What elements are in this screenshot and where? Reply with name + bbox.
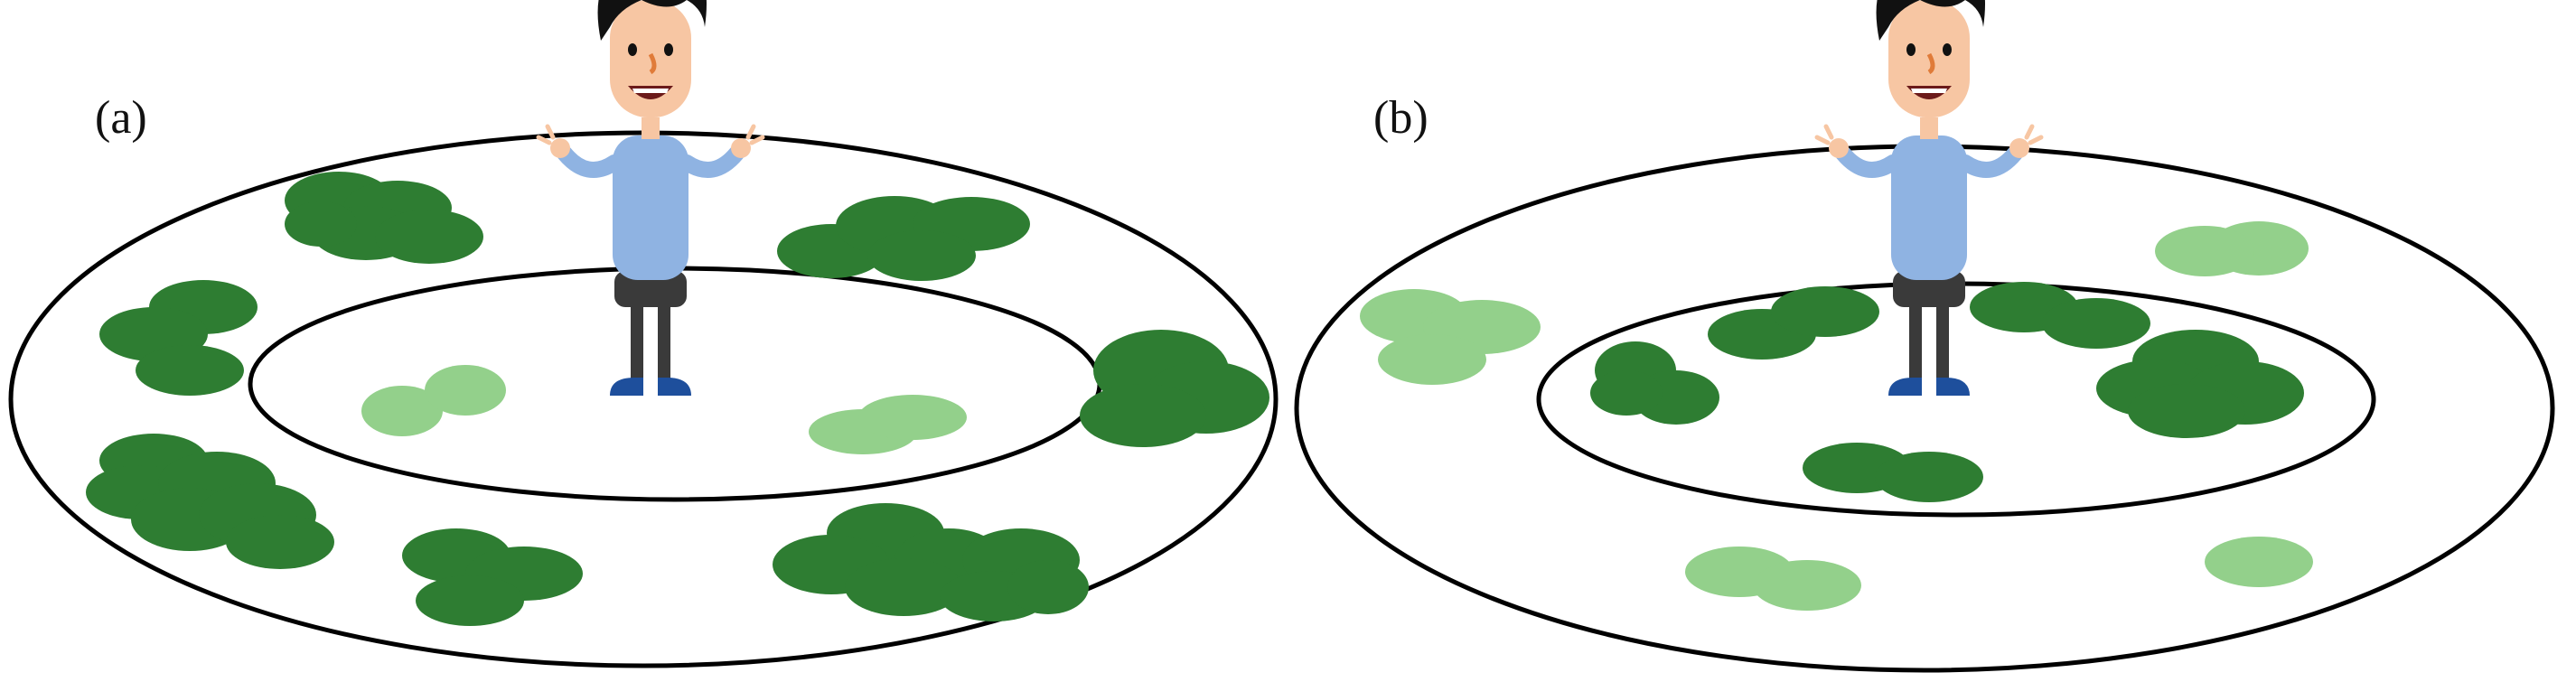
panel-a <box>8 0 1279 668</box>
person-figure-b <box>1817 0 2041 396</box>
dark-cluster-a1 <box>285 172 483 264</box>
light-cluster-b1 <box>1360 289 1541 385</box>
light-cluster-b4 <box>2205 537 2313 587</box>
panel-label-a: (a) <box>95 92 147 144</box>
dark-cluster-b1 <box>1590 341 1719 425</box>
light-cluster-a2 <box>809 395 967 454</box>
panel-label-b: (b) <box>1373 92 1429 144</box>
dark-cluster-group-a <box>86 172 1269 626</box>
dark-cluster-a3 <box>99 280 258 396</box>
dark-cluster-b2 <box>1708 286 1879 360</box>
light-cluster-a1 <box>361 365 506 436</box>
dark-cluster-a2 <box>777 196 1030 281</box>
dark-cluster-b5 <box>1803 443 1983 502</box>
light-cluster-b2 <box>2155 221 2309 276</box>
panel-b <box>1294 0 2555 673</box>
light-cluster-group-a <box>361 365 967 454</box>
dark-cluster-a4 <box>1080 330 1269 447</box>
dark-cluster-a6 <box>402 528 583 626</box>
person-figure-a <box>539 0 763 396</box>
dark-cluster-a7 <box>773 503 1089 621</box>
light-cluster-b3 <box>1685 547 1861 611</box>
dark-cluster-a5 <box>86 434 334 569</box>
light-cluster-group-b <box>1360 221 2313 611</box>
dark-cluster-group-b <box>1590 282 2304 502</box>
dark-cluster-b3 <box>1970 282 2150 349</box>
dark-cluster-b4 <box>2096 330 2304 438</box>
